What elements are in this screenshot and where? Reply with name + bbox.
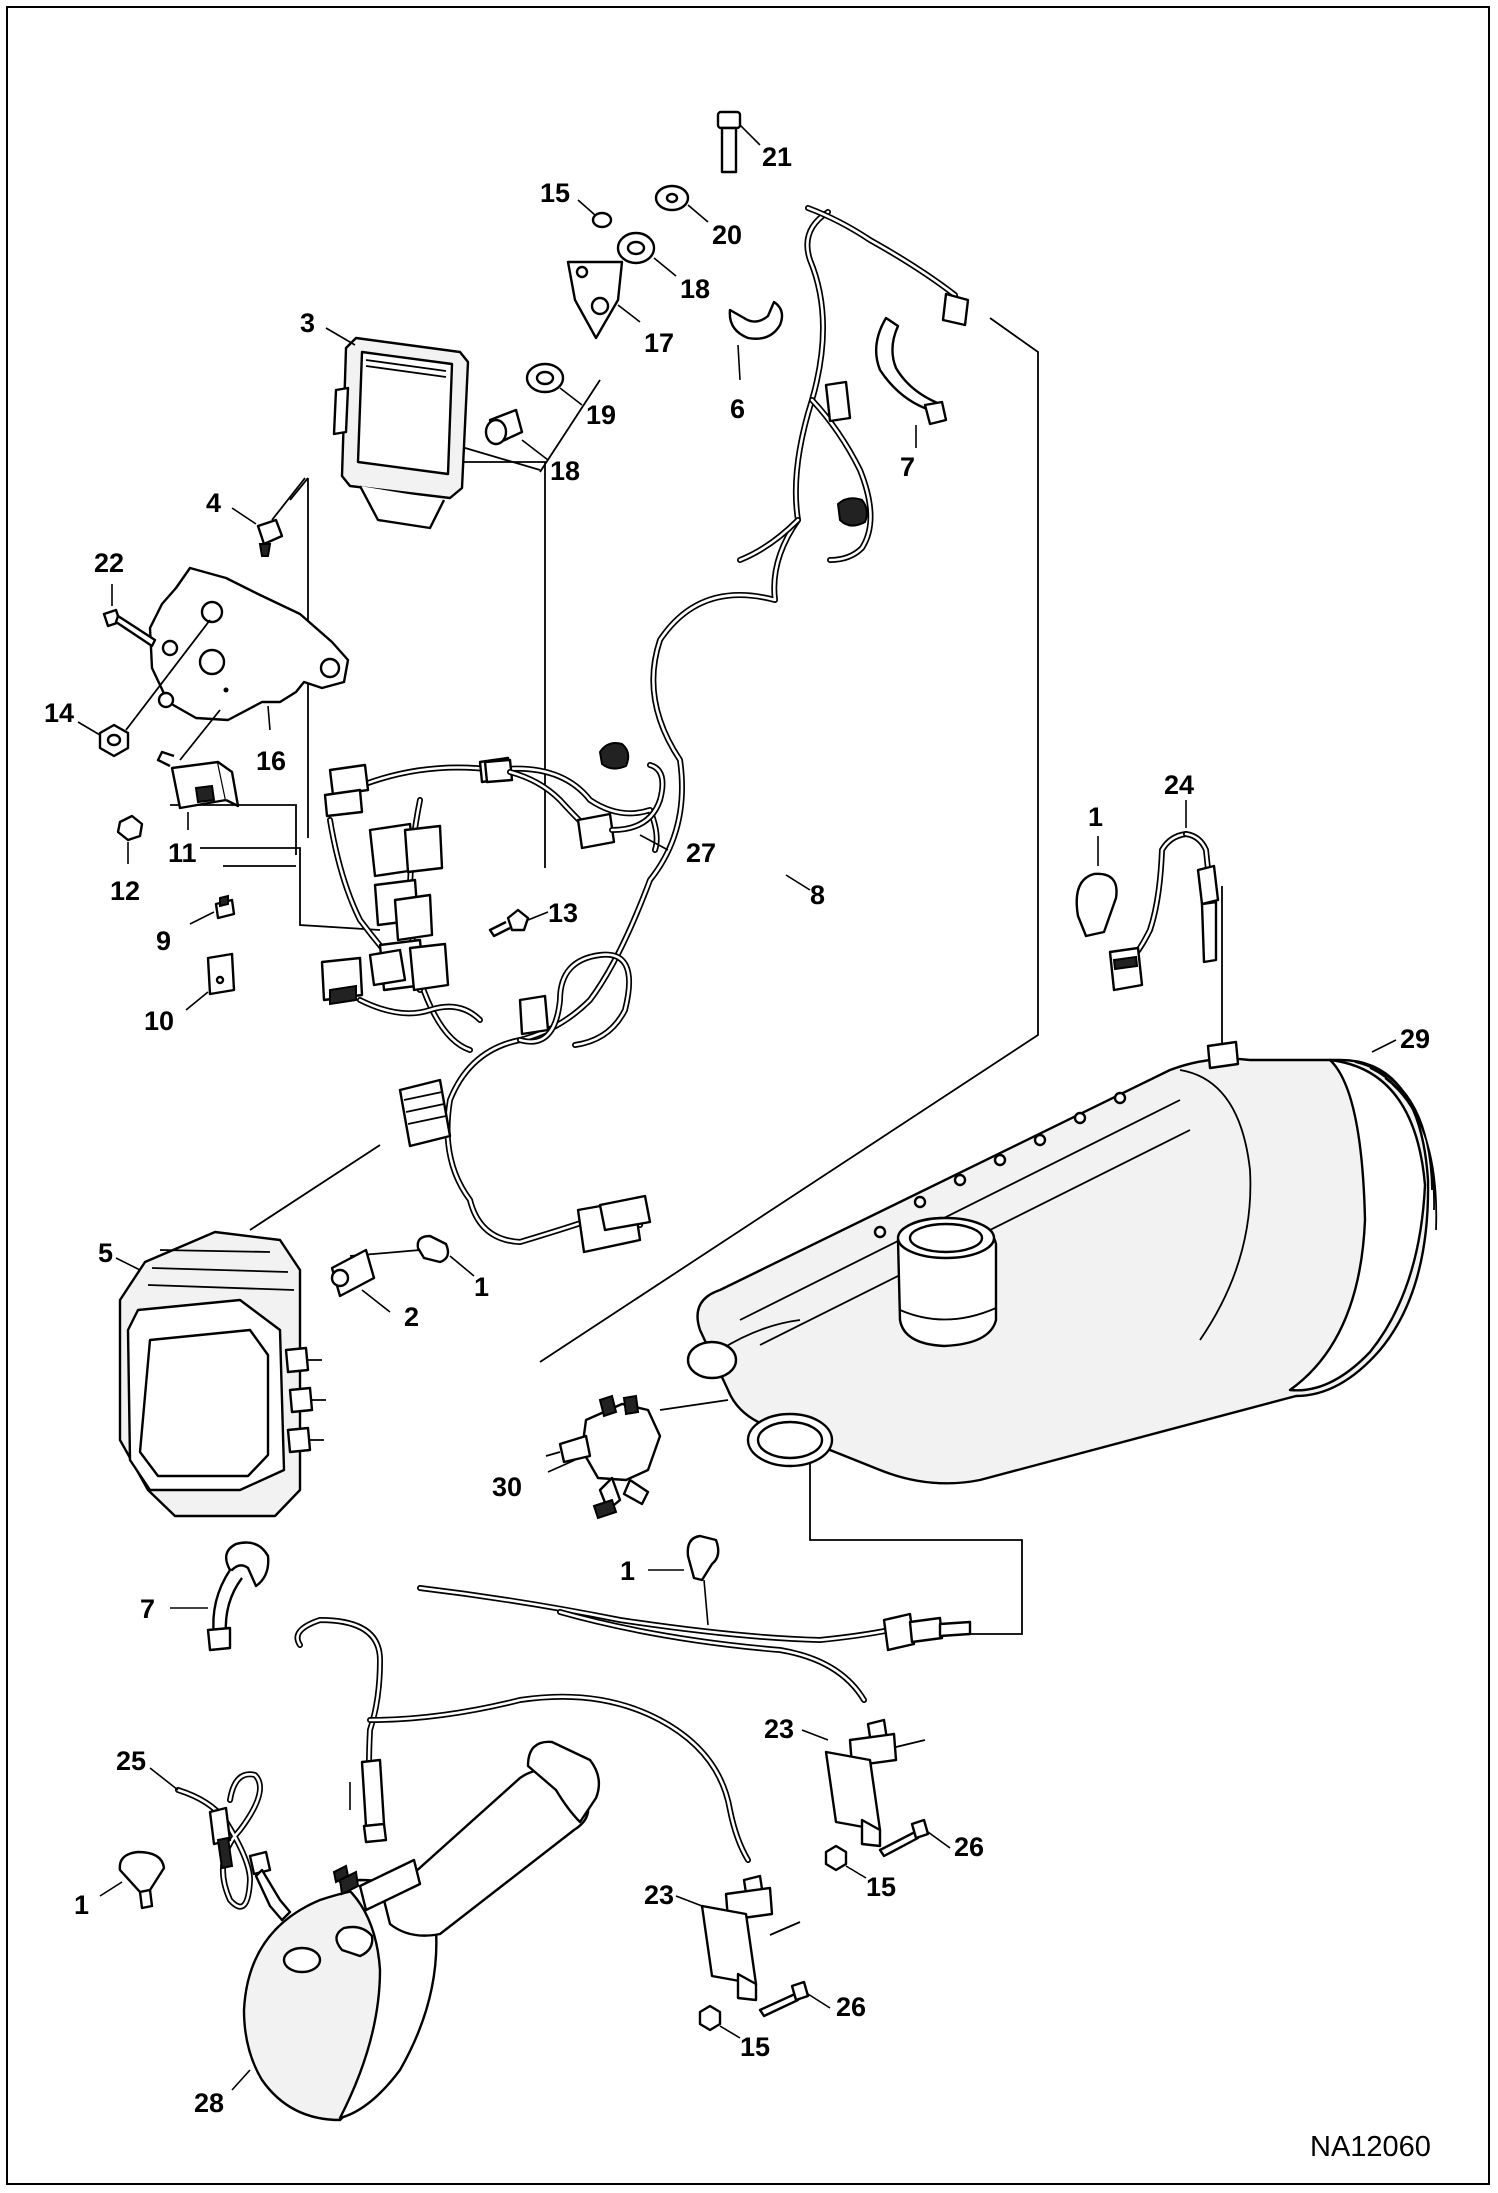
callout-4: 4 [206, 488, 221, 518]
callout-3: 3 [300, 308, 315, 338]
callout-6: 6 [730, 394, 745, 424]
callout-26b: 26 [836, 1992, 866, 2022]
clip-1-upper-right-icon [1075, 836, 1118, 938]
callout-22: 22 [94, 548, 124, 578]
aftertreatment-canister-29-icon [686, 1039, 1438, 1485]
drawing-code: NA12060 [1310, 2131, 1431, 2163]
washer-20-icon [654, 184, 709, 223]
grommet-19-icon [525, 362, 583, 406]
nut-14-icon [77, 619, 211, 758]
callout-18: 18 [680, 274, 710, 304]
lower-sensor-harness-icon [294, 1585, 972, 1863]
nut-15-upper-icon [824, 1844, 867, 1879]
sensor-4-icon [231, 477, 306, 557]
mounting-plate-16-icon [148, 566, 350, 731]
bolt-13-icon [488, 908, 549, 938]
callout-23: 23 [764, 1714, 794, 1744]
temp-sensor-25-icon [149, 1767, 292, 1922]
reference-lines [170, 317, 1223, 1936]
bolt-21-icon [716, 110, 761, 174]
callout-23b: 23 [644, 1880, 674, 1910]
callout-20: 20 [712, 220, 742, 250]
callout-19: 19 [586, 400, 616, 430]
cable-tie-7-lower-icon [170, 1541, 270, 1652]
callout-1c: 1 [620, 1556, 635, 1586]
callout-2: 2 [404, 1302, 419, 1332]
callout-15b: 15 [866, 1872, 896, 1902]
callout-11: 11 [168, 838, 197, 868]
dosing-valve-30-icon [545, 1394, 662, 1520]
callout-16: 16 [256, 746, 286, 776]
clip-1-pump-icon [416, 1234, 475, 1277]
harness-connectors-icon [320, 756, 652, 1254]
callout-1d: 1 [74, 1890, 89, 1920]
callout-13: 13 [548, 898, 578, 928]
grommet-18-upper-icon [616, 231, 677, 277]
callout-7b: 7 [140, 1594, 155, 1624]
callout-24: 24 [1164, 770, 1194, 800]
connector-block-icon [398, 1078, 452, 1148]
callout-18b: 18 [550, 456, 580, 486]
fuse-holder-10-icon [185, 952, 236, 1011]
bolt-26-upper-icon [878, 1818, 951, 1858]
callout-14: 14 [44, 698, 74, 728]
bracket-2-icon [330, 1248, 391, 1313]
nox-sensor-23-upper-icon [801, 1718, 898, 1848]
clip-6-icon [728, 300, 784, 381]
exhaust-mixer-28-icon [231, 1740, 601, 2122]
nox-sensor-23-lower-icon [675, 1874, 774, 2002]
callout-10: 10 [144, 1006, 174, 1036]
cable-tie-7-upper-icon [874, 316, 948, 448]
callout-7: 7 [900, 452, 915, 482]
temp-sensor-24-icon [1108, 800, 1220, 992]
callout-15c: 15 [740, 2032, 770, 2062]
callout-30: 30 [492, 1472, 522, 1502]
callout-1: 1 [1088, 802, 1103, 832]
bolt-26-lower-icon [758, 1980, 831, 2018]
callout-12: 12 [110, 876, 140, 906]
fuse-9-icon [189, 894, 236, 925]
callout-9: 9 [156, 926, 171, 956]
nut-15-icon [577, 199, 613, 229]
callout-28: 28 [194, 2088, 224, 2118]
bolt-22-icon [102, 584, 157, 648]
callout-17: 17 [644, 328, 674, 358]
callout-5: 5 [98, 1238, 113, 1268]
callout-21: 21 [762, 142, 792, 172]
wiring-harness-main-icon [327, 205, 958, 1245]
ecu-module-3-icon [325, 327, 470, 530]
relay-11-icon [156, 709, 240, 830]
callout-labels: 21 15 20 18 17 3 6 19 18 7 4 22 14 16 11… [44, 142, 1430, 2118]
nut-15-lower-icon [698, 2004, 741, 2039]
callout-1b: 1 [474, 1272, 489, 1302]
callout-26: 26 [954, 1832, 984, 1862]
clip-1-lower-middle-icon [648, 1534, 720, 1626]
callout-27: 27 [686, 838, 716, 868]
callout-15: 15 [540, 178, 570, 208]
sub-harness-27-icon [483, 742, 669, 851]
clip-1-lower-left-icon [99, 1850, 166, 1910]
callout-29: 29 [1400, 1024, 1430, 1054]
nut-12-icon [116, 814, 144, 864]
pump-module-5-icon [115, 1230, 326, 1518]
callout-8: 8 [810, 880, 825, 910]
grommet-18-lower-icon [484, 408, 549, 461]
harness-8-connectors-icon [785, 292, 970, 891]
bracket-17-icon [566, 260, 641, 340]
callout-25: 25 [116, 1746, 146, 1776]
